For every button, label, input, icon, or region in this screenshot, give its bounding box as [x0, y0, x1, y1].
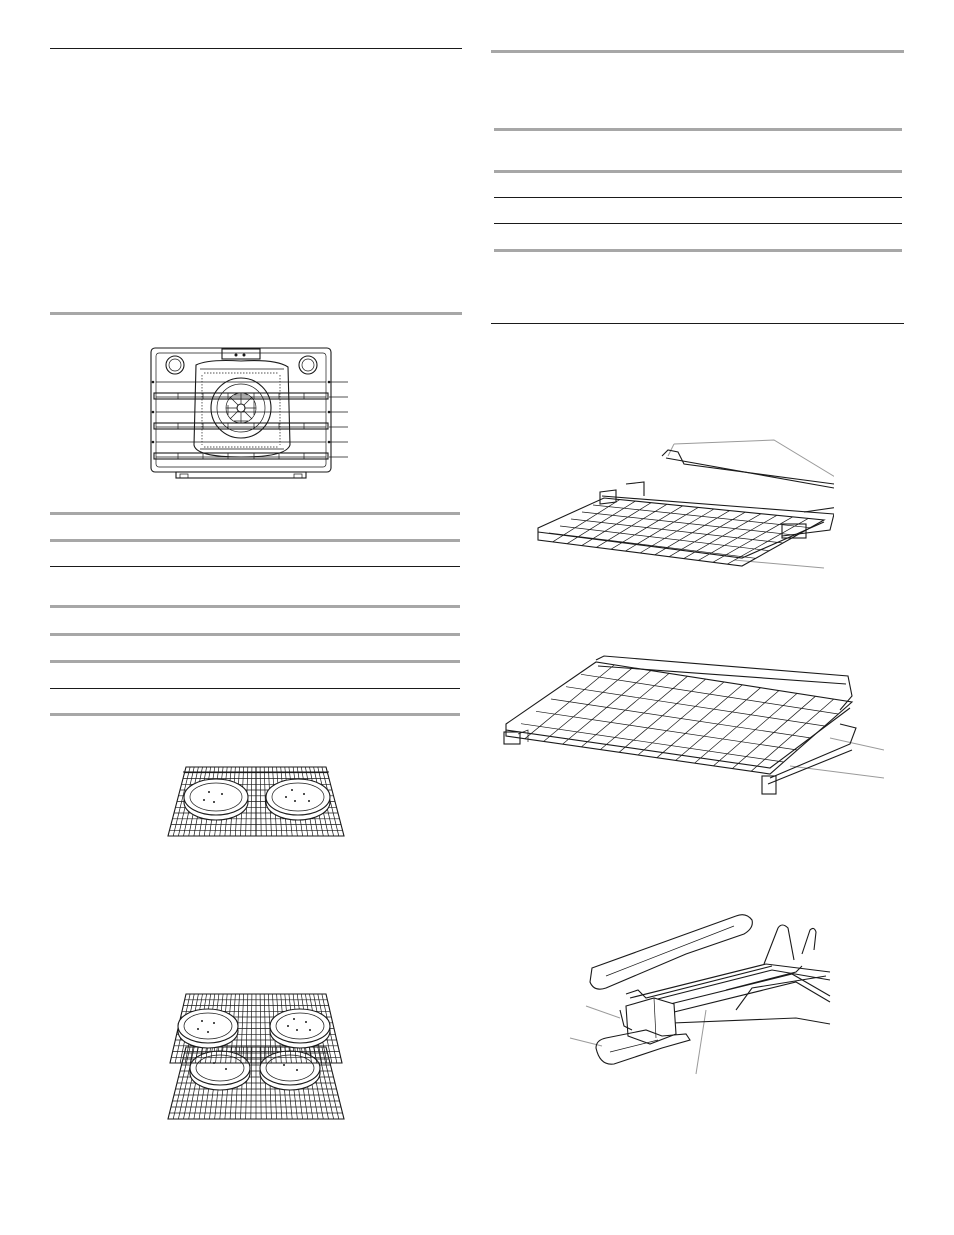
upper-tab-callout-leader [585, 1005, 621, 1019]
right-top-rule [491, 50, 904, 53]
right-section-rule [491, 323, 904, 324]
rack-frame-callout-leader [695, 1009, 707, 1075]
right-table-rule-4 [494, 223, 902, 224]
right-table-rule-1 [494, 128, 902, 131]
right-table-rule-3 [494, 197, 902, 198]
roll-out-rack-drawing [537, 439, 834, 569]
pizza-upper-right [269, 1008, 331, 1049]
roll-out-rack-extended-figure [500, 654, 884, 800]
rack-position-leaders [329, 381, 348, 458]
left-table-rule-2 [50, 539, 460, 542]
four-pizzas-racks-figure [164, 991, 348, 1123]
roll-out-rack-figure [534, 436, 834, 572]
left-section-rule [50, 312, 462, 315]
left-table-rule-5 [50, 633, 460, 636]
left-table-rule-8 [50, 713, 460, 716]
lower-slide-callout-leader [789, 765, 884, 779]
rack-slide-detail-drawing [569, 914, 831, 1075]
two-pizzas-drawing [167, 766, 345, 837]
roll-out-rack-extended-drawing [503, 655, 884, 795]
upper-slide-callout-leader [829, 737, 884, 751]
pizza-lower-left [189, 1050, 251, 1091]
pizza-upper-left [177, 1008, 239, 1049]
four-pizzas-drawing [167, 993, 345, 1120]
left-table-rule-4 [50, 605, 460, 608]
left-table-rule-7 [50, 688, 460, 689]
slide-callout-leader [673, 439, 834, 477]
oven-cavity-figure [148, 345, 358, 481]
right-table-rule-5 [494, 249, 902, 252]
pizza-right [265, 778, 331, 821]
rack-callout-leader [733, 559, 825, 569]
lower-tab-callout-leader [569, 1037, 603, 1047]
two-pizzas-rack-figure [164, 764, 348, 840]
left-top-rule [50, 48, 462, 49]
left-table-rule-1 [50, 512, 460, 515]
pizza-left [183, 778, 249, 821]
left-table-rule-6 [50, 660, 460, 663]
rack-guides [156, 381, 326, 458]
rack-slide-detail-figure [566, 906, 834, 1076]
oven-cavity-drawing [150, 347, 348, 479]
left-table-rule-3 [50, 566, 460, 567]
right-table-rule-2 [494, 170, 902, 173]
